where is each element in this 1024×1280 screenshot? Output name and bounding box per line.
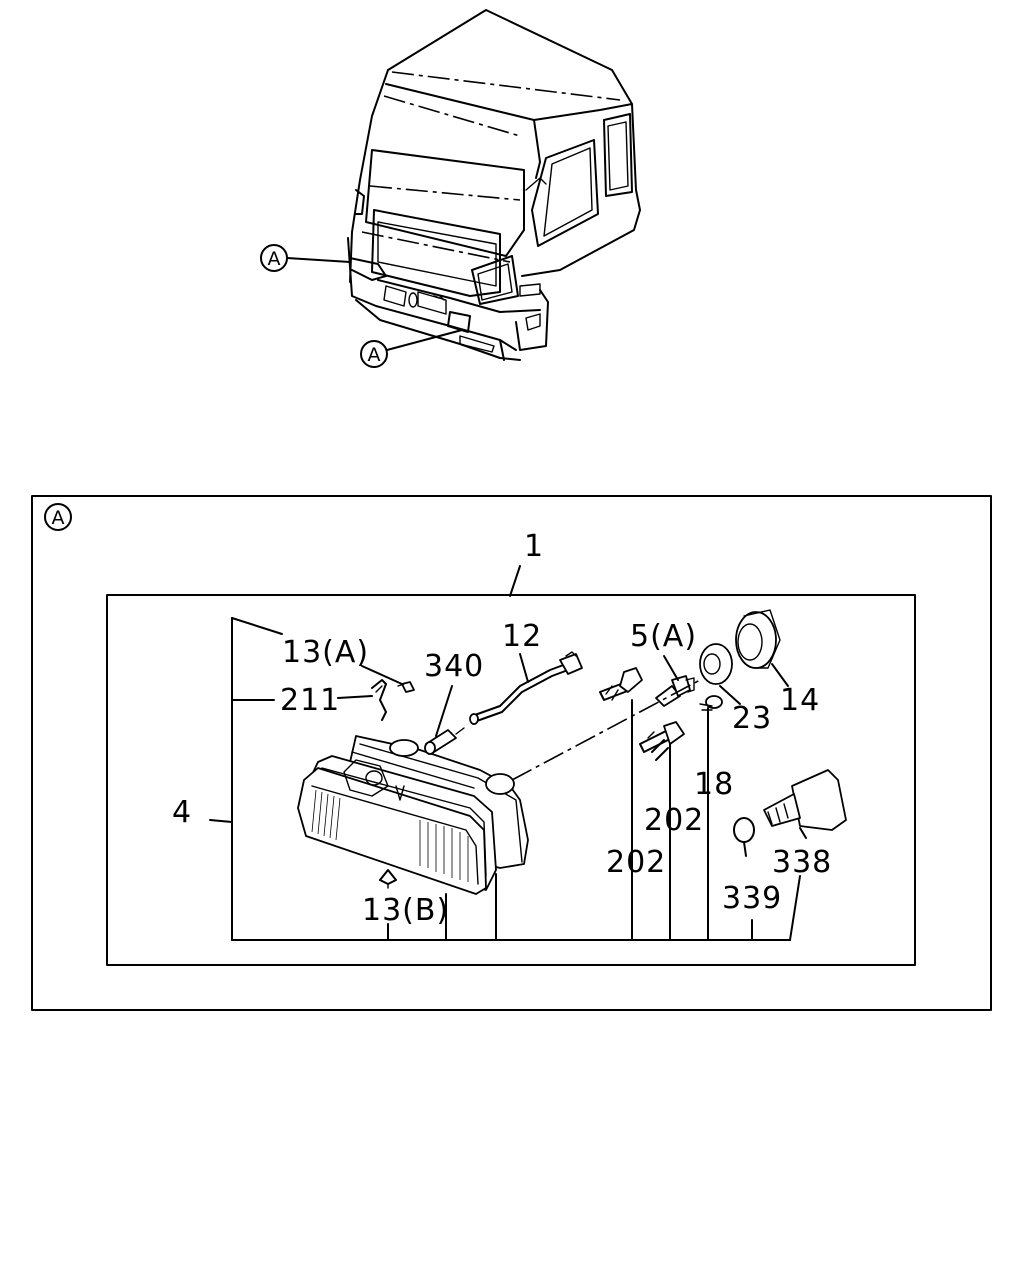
callout-a-upper: A <box>260 244 351 272</box>
label-340: 340 <box>424 649 484 684</box>
label-1: 1 <box>524 529 544 564</box>
label-12: 12 <box>502 619 542 654</box>
label-338: 338 <box>772 845 832 880</box>
detail-callout-a: A <box>44 503 72 531</box>
callout-a-upper-letter: A <box>268 248 281 270</box>
detail-frame-outer <box>31 495 992 1011</box>
label-211: 211 <box>280 683 340 718</box>
clip-211-icon <box>371 679 387 721</box>
screw-18-icon <box>699 695 723 711</box>
clip-13b-icon <box>379 869 397 889</box>
o-ring-339-icon <box>733 817 755 843</box>
harness-12-icon <box>469 651 583 725</box>
adjuster-202-upper-icon <box>599 667 643 701</box>
label-13b: 13(B) <box>362 893 449 928</box>
cap-14-icon <box>735 609 781 669</box>
label-18: 18 <box>694 767 734 802</box>
label-202-lower: 202 <box>644 803 704 838</box>
label-13a: 13(A) <box>282 635 369 670</box>
callout-a-lower-letter: A <box>368 344 381 366</box>
screw-13a-icon <box>397 681 415 693</box>
socket-23-icon <box>699 643 733 685</box>
label-339: 339 <box>722 881 782 916</box>
bulb-340-icon <box>424 727 465 755</box>
headlamp-assembly-icon <box>297 735 529 895</box>
bulb-5a-icon <box>655 675 695 707</box>
part-labels: 1 4 5(A) 12 13(A) 13(B) 14 18 23 202 202… <box>172 529 832 928</box>
label-23: 23 <box>732 701 772 736</box>
leader-lines <box>209 565 807 941</box>
label-5a: 5(A) <box>630 619 697 654</box>
detail-callout-a-letter: A <box>52 507 65 529</box>
label-4: 4 <box>172 795 192 830</box>
lens-hatch <box>311 789 469 882</box>
label-202-upper: 202 <box>606 845 666 880</box>
truck-cab-icon <box>347 9 641 361</box>
callout-a-lower: A <box>360 329 463 368</box>
adjuster-202-lower-icon <box>639 721 685 761</box>
connector-338-icon <box>763 769 847 831</box>
label-14: 14 <box>780 683 820 718</box>
